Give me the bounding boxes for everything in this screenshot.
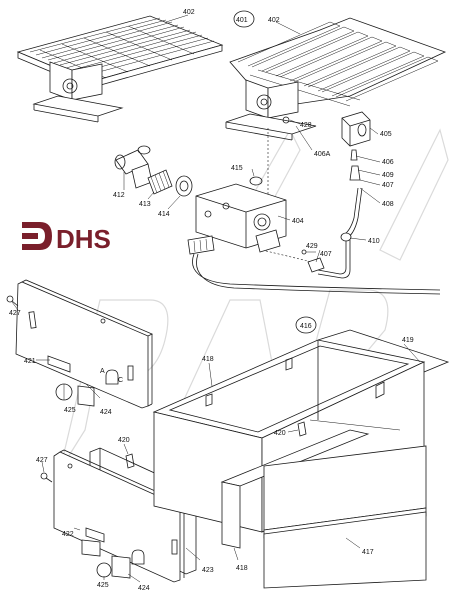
callout-427-bottom: 427 (36, 457, 48, 464)
callout-c: C (118, 377, 123, 384)
burner-assembly-right (225, 10, 447, 241)
callout-418-top: 418 (202, 356, 214, 363)
callout-417: 417 (362, 549, 374, 556)
callout-425-top: 425 (64, 407, 76, 414)
callout-404: 404 (292, 218, 304, 225)
callout-406a: 406A (314, 151, 331, 158)
front-panels (220, 429, 427, 589)
callout-labels: 402 401 402 405 428 406A 406 409 407 408… (9, 9, 414, 592)
callout-420-left: 420 (118, 437, 130, 444)
callout-428: 428 (300, 122, 312, 129)
callout-415: 415 (231, 165, 243, 172)
callout-405: 405 (380, 131, 392, 138)
burner-assembly-left (16, 15, 224, 123)
callout-420-right: 420 (274, 430, 286, 437)
callout-416: 416 (300, 323, 312, 330)
callout-414: 414 (158, 211, 170, 218)
callout-427-top: 427 (9, 310, 21, 317)
callout-412: 412 (113, 192, 125, 199)
dhs-logo: DHS (22, 222, 111, 254)
callout-421: 421 (24, 358, 36, 365)
callout-409: 409 (382, 172, 394, 179)
callout-406: 406 (382, 159, 394, 166)
callout-425-bottom: 425 (97, 582, 109, 589)
callout-423: 423 (202, 567, 214, 574)
callout-407-bottom: 407 (320, 251, 332, 258)
callout-a: A (100, 368, 105, 375)
gas-valve-assembly (114, 145, 441, 295)
panel-421 (6, 279, 153, 409)
callout-418-bottom: 418 (236, 565, 248, 572)
callout-424-bottom: 424 (138, 585, 150, 592)
callout-429: 429 (306, 243, 318, 250)
leader-lines (11, 14, 421, 583)
callout-407-top: 407 (382, 182, 394, 189)
callout-401: 401 (236, 17, 248, 24)
callout-402-right: 402 (268, 17, 280, 24)
callout-422: 422 (62, 531, 74, 538)
callout-413: 413 (139, 201, 151, 208)
logo-text: DHS (56, 224, 111, 254)
callout-419: 419 (402, 337, 414, 344)
callout-408: 408 (382, 201, 394, 208)
callout-402-left: 402 (183, 9, 195, 16)
callout-410: 410 (368, 238, 380, 245)
callout-424-top: 424 (100, 409, 112, 416)
